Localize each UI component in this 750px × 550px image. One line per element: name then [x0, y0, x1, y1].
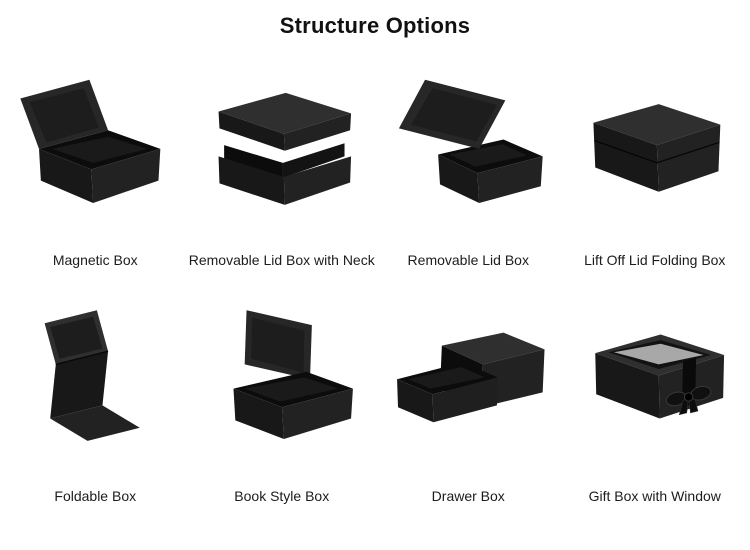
product-card-magnetic-box: Magnetic Box [2, 42, 189, 278]
product-label: Gift Box with Window [588, 488, 721, 504]
product-label: Removable Lid Box with Neck [188, 252, 375, 268]
page-title: Structure Options [279, 13, 471, 38]
product-label: Foldable Box [54, 488, 137, 504]
product-card-drawer-box: Drawer Box [375, 278, 562, 514]
magnetic-box-image [2, 42, 189, 251]
removable-lid-box-image [375, 42, 562, 251]
product-label: Lift Off Lid Folding Box [584, 252, 726, 268]
gift-box-with-window-image [562, 278, 749, 487]
product-card-removable-lid-box-with-neck: Removable Lid Box with Neck [189, 42, 376, 278]
product-card-foldable-box: Foldable Box [2, 278, 189, 514]
book-style-box-image [189, 278, 376, 487]
drawer-box-image [375, 278, 562, 487]
foldable-box-image [2, 278, 189, 487]
product-label: Book Style Box [234, 488, 330, 504]
product-card-lift-off-lid-folding-box: Lift Off Lid Folding Box [562, 42, 749, 278]
product-card-gift-box-with-window: Gift Box with Window [562, 278, 749, 514]
products-grid: Magnetic Box Removable Lid Box with Neck [0, 42, 750, 514]
product-card-removable-lid-box: Removable Lid Box [375, 42, 562, 278]
product-label: Removable Lid Box [407, 252, 529, 268]
lift-off-lid-folding-box-image [562, 42, 749, 251]
removable-lid-box-with-neck-image [189, 42, 376, 251]
product-card-book-style-box: Book Style Box [189, 278, 376, 514]
product-label: Magnetic Box [52, 252, 138, 268]
product-label: Drawer Box [431, 488, 505, 504]
